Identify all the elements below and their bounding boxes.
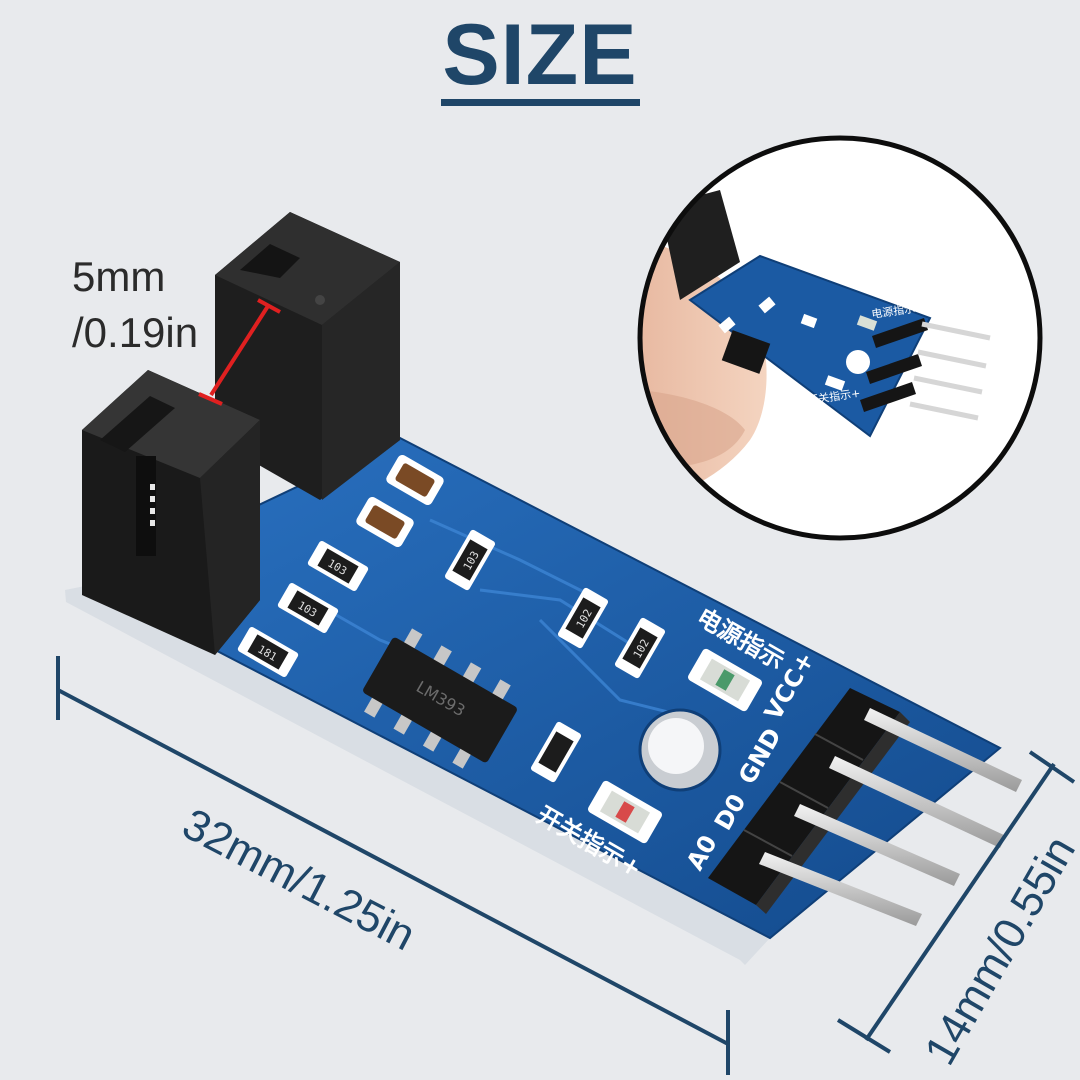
switch-led (588, 780, 662, 844)
slot-sensor-back (215, 212, 400, 500)
comparator-chip: LM393 (363, 628, 517, 769)
title-underline (441, 99, 640, 106)
resistor: 102 (557, 587, 609, 649)
resistor: 103 (444, 529, 496, 591)
pcb-edge (65, 585, 770, 965)
resistor: 103 (277, 582, 339, 634)
gap-dimension-mm: 5mm (72, 253, 166, 300)
pin-header (708, 688, 910, 914)
capacitor (356, 496, 414, 548)
width-dimension-line (836, 750, 1076, 1054)
inset-power-label: 电源指示 (870, 301, 916, 321)
resistor: 103 (307, 540, 369, 592)
slot-sensor-front (82, 370, 260, 655)
resistor: 181 (237, 626, 299, 678)
length-dimension-line (56, 656, 730, 1075)
usage-inset-photo: 电源指示 开关指示+ (637, 135, 1043, 541)
capacitor (386, 454, 444, 506)
power-led (688, 648, 762, 712)
header-pins (759, 708, 1022, 926)
resistor: 102 (614, 617, 666, 679)
page-title: SIZE (442, 7, 638, 103)
resistor (530, 721, 582, 783)
gap-dimension-in: /0.19in (72, 309, 199, 356)
gap-measure-line (198, 298, 281, 406)
